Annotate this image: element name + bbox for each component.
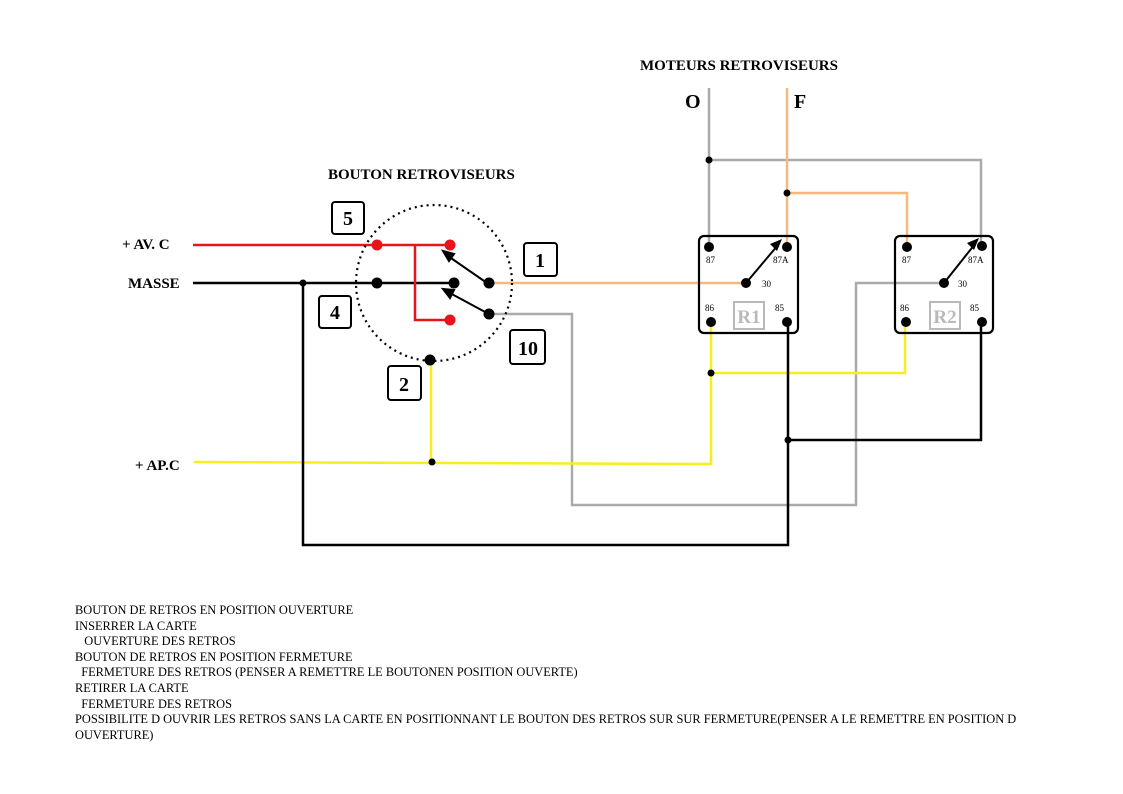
orange-wires: [489, 88, 909, 285]
pin-box-10: 10: [509, 329, 546, 365]
svg-text:87: 87: [706, 255, 716, 265]
contact-10: [483, 308, 495, 320]
motors-title: MOTEURS RETROVISEURS: [640, 58, 838, 74]
svg-text:10: 10: [518, 338, 538, 360]
note-line: POSSIBILITE D OUVRIR LES RETROS SANS LA …: [75, 712, 1020, 742]
gray-wires: [489, 88, 983, 507]
note-line: FERMETURE DES RETROS: [75, 696, 232, 711]
contact-center: [448, 277, 460, 289]
svg-text:87A: 87A: [773, 255, 789, 265]
button-title: BOUTON RETROVISEURS: [328, 167, 515, 183]
label-masse: MASSE: [128, 276, 180, 292]
yellow-wires: [193, 323, 907, 466]
svg-text:2: 2: [399, 374, 409, 396]
relay-r2-name: R2: [933, 307, 956, 328]
svg-text:1: 1: [535, 250, 545, 272]
contact-2: [424, 354, 436, 366]
svg-text:87A: 87A: [968, 255, 984, 265]
contact-red-bottom: [444, 314, 456, 326]
pin-box-1: 1: [523, 242, 558, 277]
contact-red-top: [444, 239, 456, 251]
switch-body: [354, 203, 514, 363]
note-line: BOUTON DE RETROS EN POSITION OUVERTURE: [75, 603, 354, 617]
motor-terminal-close: F: [794, 91, 806, 113]
pin-box-4: 4: [318, 295, 352, 329]
note-line: RETIRER LA CARTE: [75, 680, 189, 695]
svg-text:5: 5: [343, 208, 353, 230]
note-line: BOUTON DE RETROS EN POSITION FERMETURE: [75, 649, 353, 664]
label-av-c: + AV. C: [122, 237, 170, 253]
switch-arms: [440, 249, 488, 314]
contact-1: [483, 277, 495, 289]
note-line: OUVERTURE DES RETROS: [75, 634, 236, 649]
svg-text:86: 86: [705, 303, 715, 313]
red-wires: [193, 243, 450, 322]
relay-r2: 87 87A 30 86 85 R2: [893, 234, 995, 335]
note-line: INSERRER LA CARTE: [75, 618, 197, 633]
pin-box-5: 5: [331, 201, 365, 235]
instructions-text: BOUTON DE RETROS EN POSITION OUVERTURE I…: [75, 603, 1085, 743]
relay-r1-name: R1: [737, 307, 760, 328]
svg-text:30: 30: [762, 279, 772, 289]
junction-dots: [299, 156, 792, 466]
note-line: FERMETURE DES RETROS (PENSER A REMETTRE …: [75, 665, 578, 680]
svg-text:86: 86: [900, 303, 910, 313]
switch-contacts: [371, 239, 495, 366]
svg-text:30: 30: [958, 279, 968, 289]
svg-text:85: 85: [775, 303, 785, 313]
relay-r1: 87 87A 30 86 85 R1: [697, 234, 800, 335]
contact-4: [371, 277, 383, 289]
svg-text:4: 4: [330, 302, 340, 324]
label-ap-c: + AP.C: [135, 458, 180, 474]
svg-text:87: 87: [902, 255, 912, 265]
contact-5: [371, 239, 383, 251]
motor-terminal-open: O: [685, 91, 701, 113]
black-wires: [193, 281, 983, 547]
pin-box-2: 2: [387, 365, 422, 401]
svg-text:85: 85: [970, 303, 980, 313]
